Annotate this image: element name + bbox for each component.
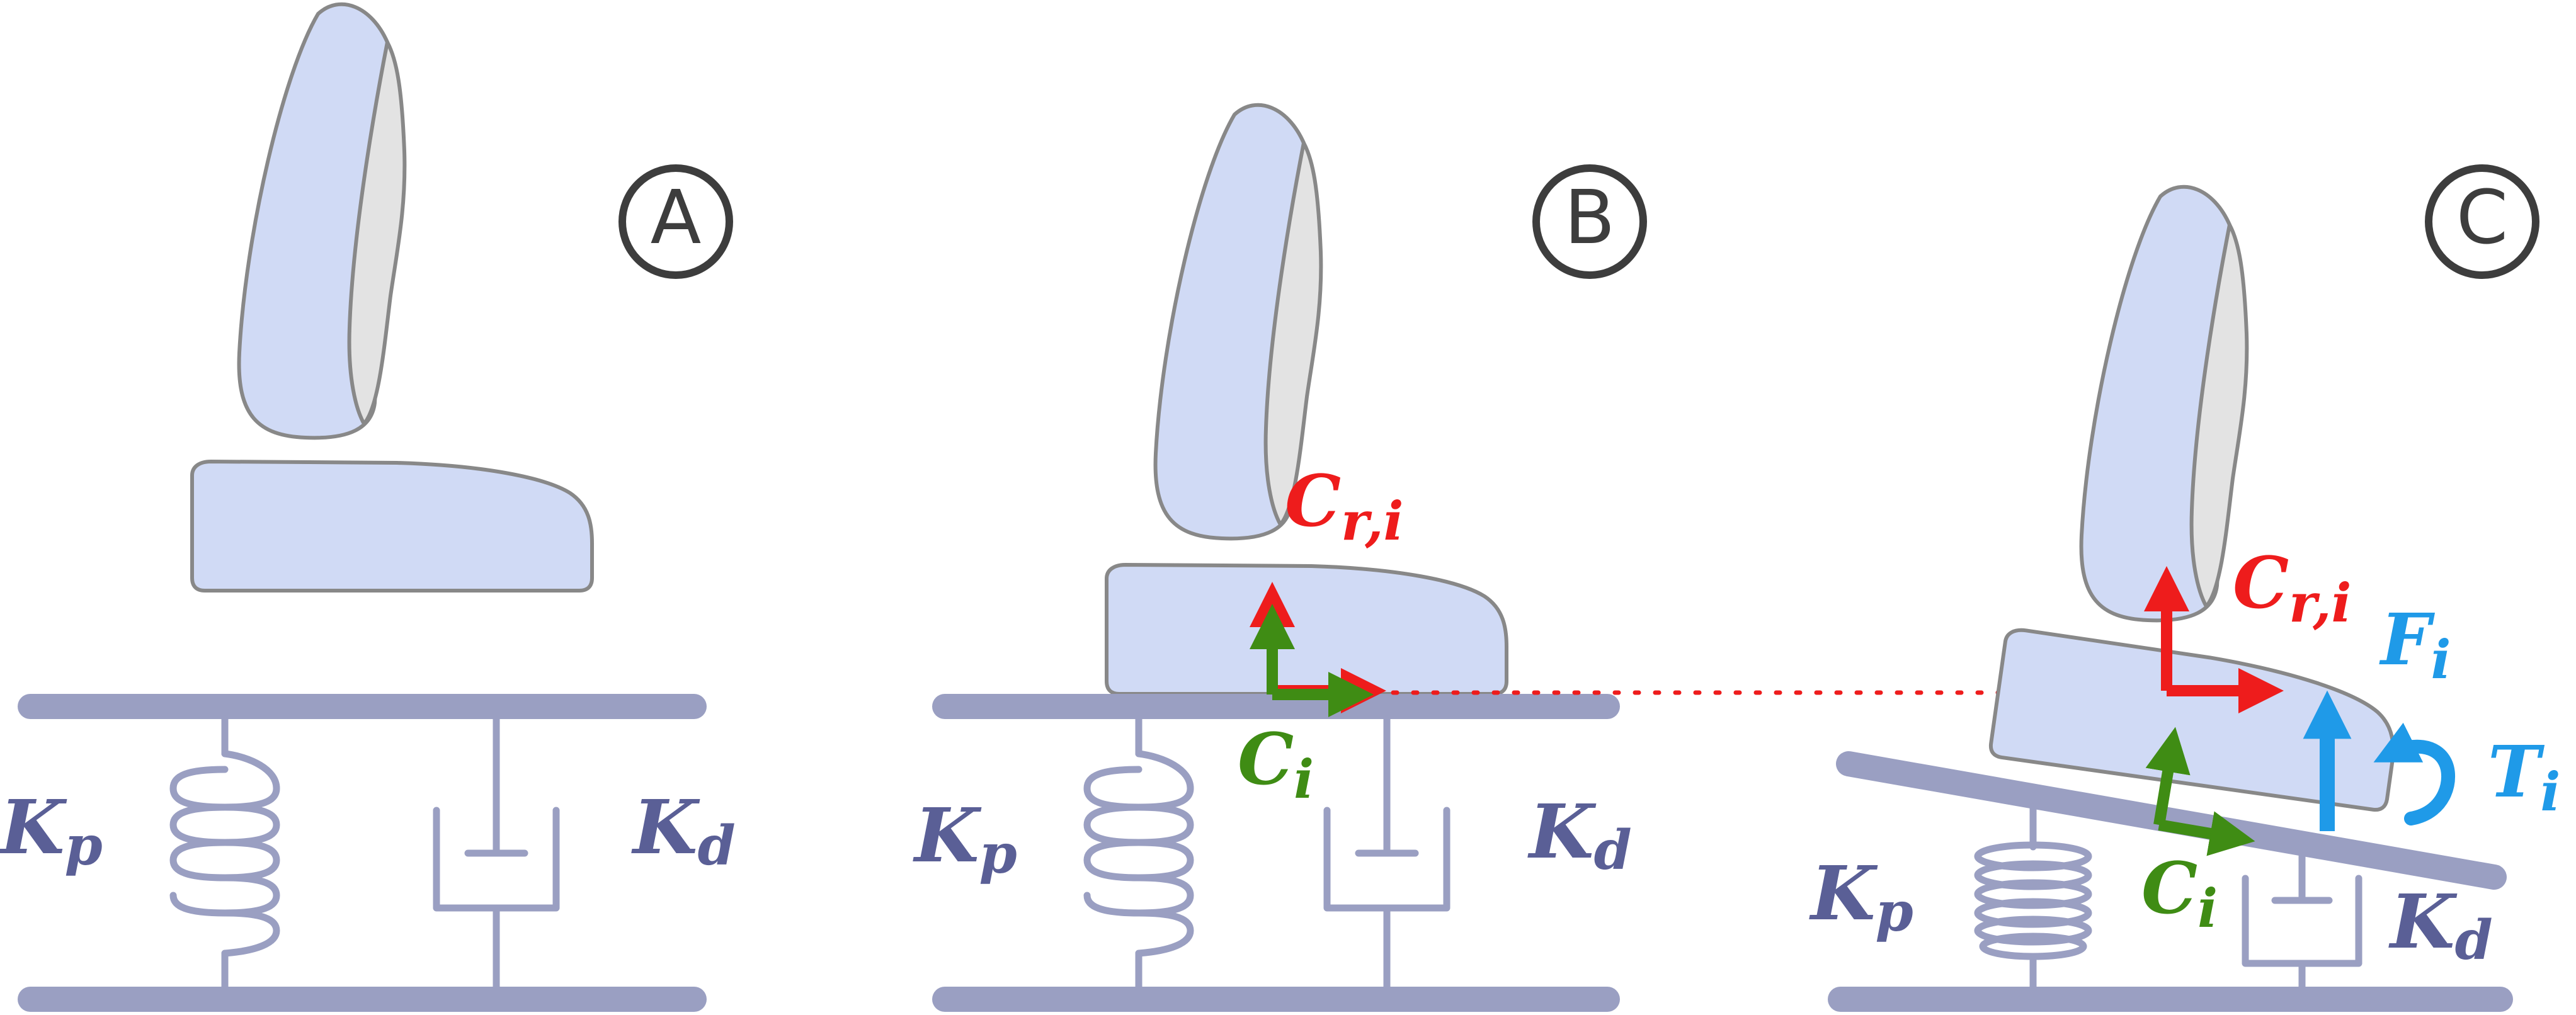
panel-a: A Kp Kd [0,4,736,1012]
kp-label: Kp [0,783,103,878]
panel-c: C Cr,i Fi Ti Ci Kp Kd [1809,164,2560,1012]
kp-label: Kp [913,791,1017,886]
torque-arrow-ti [2373,722,2456,825]
cri-label: Cr,i [2233,542,2351,634]
contact-frame-ci [1250,604,1374,717]
ci-label: Ci [2141,848,2218,939]
seat-cushion [1107,565,1507,694]
seat-cushion [192,462,592,591]
panel-c-letter: C [2456,174,2508,261]
reference-frame-cri [2144,566,2284,713]
cri-label: Cr,i [1285,460,1403,552]
kd-label: Kd [631,783,736,878]
kp-label: Kp [1809,849,1913,944]
damper [1327,719,1447,987]
contact-frame-ci [2145,727,2255,856]
panel-b: B Cr,i Ci Kp Kd [913,105,2245,1012]
compressed-spring [1974,803,2092,990]
fi-label: Fi [2379,599,2451,691]
ti-label: Ti [2488,731,2560,823]
panel-c-circle [2425,164,2539,279]
panel-b-circle [1532,164,1647,279]
panel-b-letter: B [1564,174,1616,261]
seat-cushion [1989,628,2403,811]
panel-a-letter: A [651,174,702,261]
damper [436,719,556,987]
compressed-damper [2242,853,2362,990]
panel-a-circle [618,164,733,279]
kd-label: Kd [1527,788,1632,882]
kd-label: Kd [2388,878,2493,972]
tilted-top-plate [1836,751,2507,890]
ci-label: Ci [1238,718,1314,810]
backrest [2082,187,2247,621]
backrest [239,4,405,438]
spring [173,719,276,987]
spring [1087,719,1190,987]
